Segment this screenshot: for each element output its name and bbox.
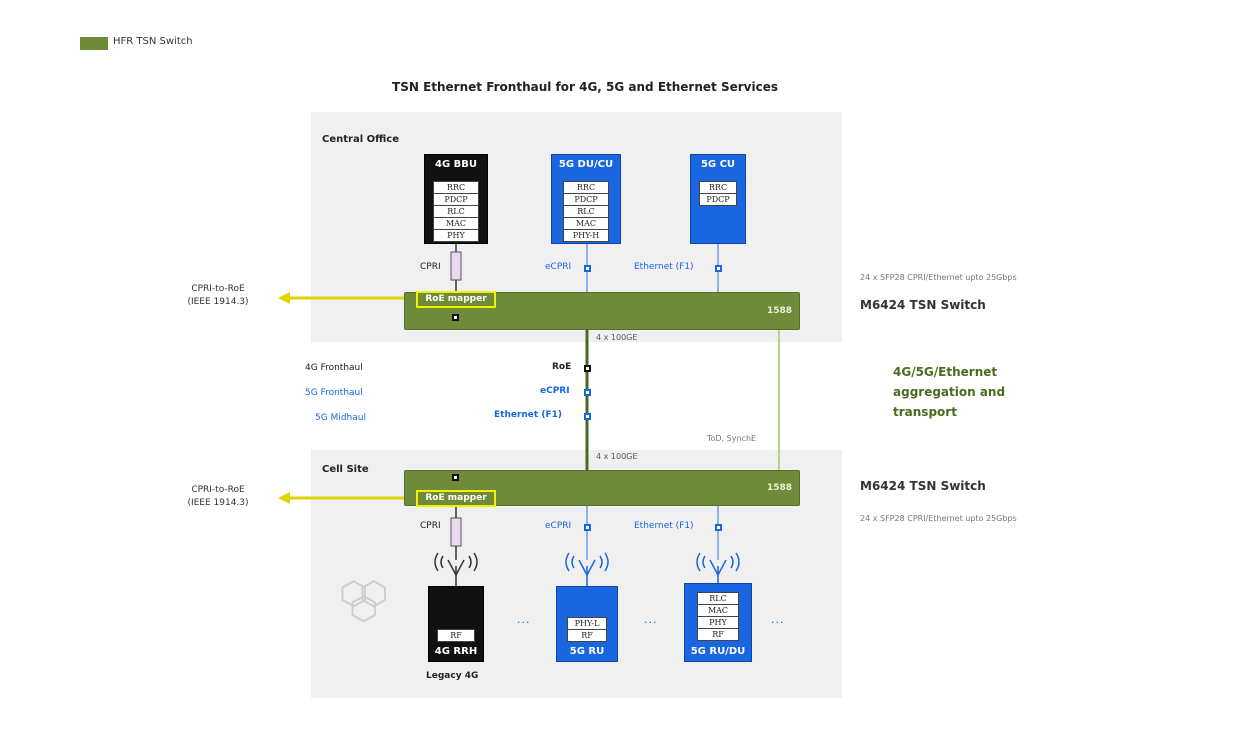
co-roe-port: [452, 314, 459, 321]
transport-roe-label: RoE: [552, 362, 572, 372]
layer-rlc: RLC: [697, 592, 739, 605]
legend-label: HFR TSN Switch: [113, 36, 193, 47]
cs-ethernet-label: Ethernet (F1): [634, 521, 694, 531]
layer-rrc: RRC: [699, 181, 737, 194]
bbu-cpri-connector: [450, 251, 462, 281]
layer-mac: MAC: [697, 605, 739, 617]
cs-ecpri-label: eCPRI: [545, 521, 572, 531]
co-ethernet-label: Ethernet (F1): [634, 262, 694, 272]
legend-swatch: [80, 37, 108, 50]
unit-title: 5G RU: [569, 646, 605, 657]
layer-mac: MAC: [563, 218, 609, 230]
cs-cpri-label: CPRI: [420, 521, 441, 531]
layer-rf: RF: [697, 629, 739, 641]
cs-roe-mapper: RoE mapper: [416, 490, 496, 507]
cs-switch-name: M6424 TSN Switch: [860, 479, 986, 493]
layer-phy: PHY: [697, 617, 739, 629]
antenna-icon: [696, 552, 740, 586]
layer-pdcp: PDCP: [699, 194, 737, 206]
cs-roe-arrow-head: [278, 492, 290, 504]
co-1588-tag: 1588: [767, 306, 793, 316]
unit-5g-ru: PHY-L RF 5G RU: [556, 586, 618, 662]
cs-cpri-to-roe-label: CPRI-to-RoE (IEEE 1914.3): [168, 484, 268, 510]
unit-title: 5G DU/CU: [558, 159, 614, 170]
layer-mac: MAC: [433, 218, 479, 230]
transport-ecpri-label: eCPRI: [540, 386, 570, 396]
co-switch-name: M6424 TSN Switch: [860, 298, 986, 312]
unit-title: 4G BBU: [434, 159, 477, 170]
cpri-to-roe-line1: CPRI-to-RoE: [191, 284, 245, 294]
cs-ethernet-port: [715, 524, 722, 531]
antenna-icon: [565, 552, 609, 586]
layer-rlc: RLC: [433, 206, 479, 218]
diagram-title: TSN Ethernet Fronthaul for 4G, 5G and Et…: [392, 80, 778, 94]
legacy-4g-label: Legacy 4G: [426, 671, 479, 681]
layer-phy: PHY: [433, 230, 479, 242]
cell-site-label: Cell Site: [322, 464, 369, 475]
unit-4g-rrh: RF 4G RRH: [428, 586, 484, 662]
co-roe-arrow-head: [278, 292, 290, 304]
unit-5g-ru-du: RLC MAC PHY RF 5G RU/DU: [684, 583, 752, 662]
layer-phy-h: PHY-H: [563, 230, 609, 242]
cpri-to-roe-line1: CPRI-to-RoE: [191, 485, 245, 495]
layer-rrc: RRC: [433, 181, 479, 194]
unit-5g-du-cu: 5G DU/CU RRC PDCP RLC MAC PHY-H: [551, 154, 621, 244]
co-cpri-to-roe-label: CPRI-to-RoE (IEEE 1914.3): [168, 283, 268, 309]
aggregation-label: 4G/5G/Ethernet aggregation and transport: [893, 365, 1006, 419]
co-ecpri-label: eCPRI: [545, 262, 572, 272]
co-ethernet-port: [715, 265, 722, 272]
transport-ethernet-port: [584, 413, 591, 420]
antenna-icon: [434, 552, 478, 586]
ellipsis-1: ...: [517, 613, 531, 626]
fronthaul-5g-label: 5G Fronthaul: [305, 388, 363, 398]
layer-pdcp: PDCP: [433, 194, 479, 206]
cs-roe-port: [452, 474, 459, 481]
cs-ecpri-port: [584, 524, 591, 531]
cs-switch-spec: 24 x SFP28 CPRI/Ethernet upto 25Gbps: [860, 514, 1017, 523]
ellipsis-2: ...: [644, 613, 658, 626]
co-uplink-label: 4 x 100GE: [596, 333, 638, 342]
fronthaul-4g-label: 4G Fronthaul: [305, 363, 363, 373]
transport-roe-port: [584, 365, 591, 372]
co-cpri-label: CPRI: [420, 262, 441, 272]
transport-ecpri-port: [584, 389, 591, 396]
cpri-to-roe-line2: (IEEE 1914.3): [187, 297, 249, 307]
midhaul-5g-label: 5G Midhaul: [315, 413, 366, 423]
hexagon-cells-icon: [341, 580, 386, 623]
unit-title: 5G CU: [700, 159, 736, 170]
unit-5g-cu: 5G CU RRC PDCP: [690, 154, 746, 244]
cpri-to-roe-line2: (IEEE 1914.3): [187, 498, 249, 508]
layer-rf: RF: [567, 630, 607, 642]
transport-ethernet-label: Ethernet (F1): [494, 410, 562, 420]
co-ecpri-port: [584, 265, 591, 272]
layer-rrc: RRC: [563, 181, 609, 194]
cs-uplink-label: 4 x 100GE: [596, 452, 638, 461]
co-roe-mapper: RoE mapper: [416, 291, 496, 308]
cs-1588-tag: 1588: [767, 483, 793, 493]
ellipsis-3: ...: [771, 613, 785, 626]
layer-rf: RF: [437, 629, 475, 642]
unit-title: 4G RRH: [434, 646, 478, 657]
central-office-label: Central Office: [322, 134, 399, 145]
rrh-cpri-connector: [450, 517, 462, 547]
layer-rlc: RLC: [563, 206, 609, 218]
unit-4g-bbu: 4G BBU RRC PDCP RLC MAC PHY: [424, 154, 488, 244]
co-switch-spec: 24 x SFP28 CPRI/Ethernet upto 25Gbps: [860, 273, 1017, 282]
unit-title: 5G RU/DU: [690, 646, 746, 657]
layer-phy-l: PHY-L: [567, 617, 607, 630]
sync-label: ToD, SynchE: [707, 434, 757, 443]
layer-pdcp: PDCP: [563, 194, 609, 206]
